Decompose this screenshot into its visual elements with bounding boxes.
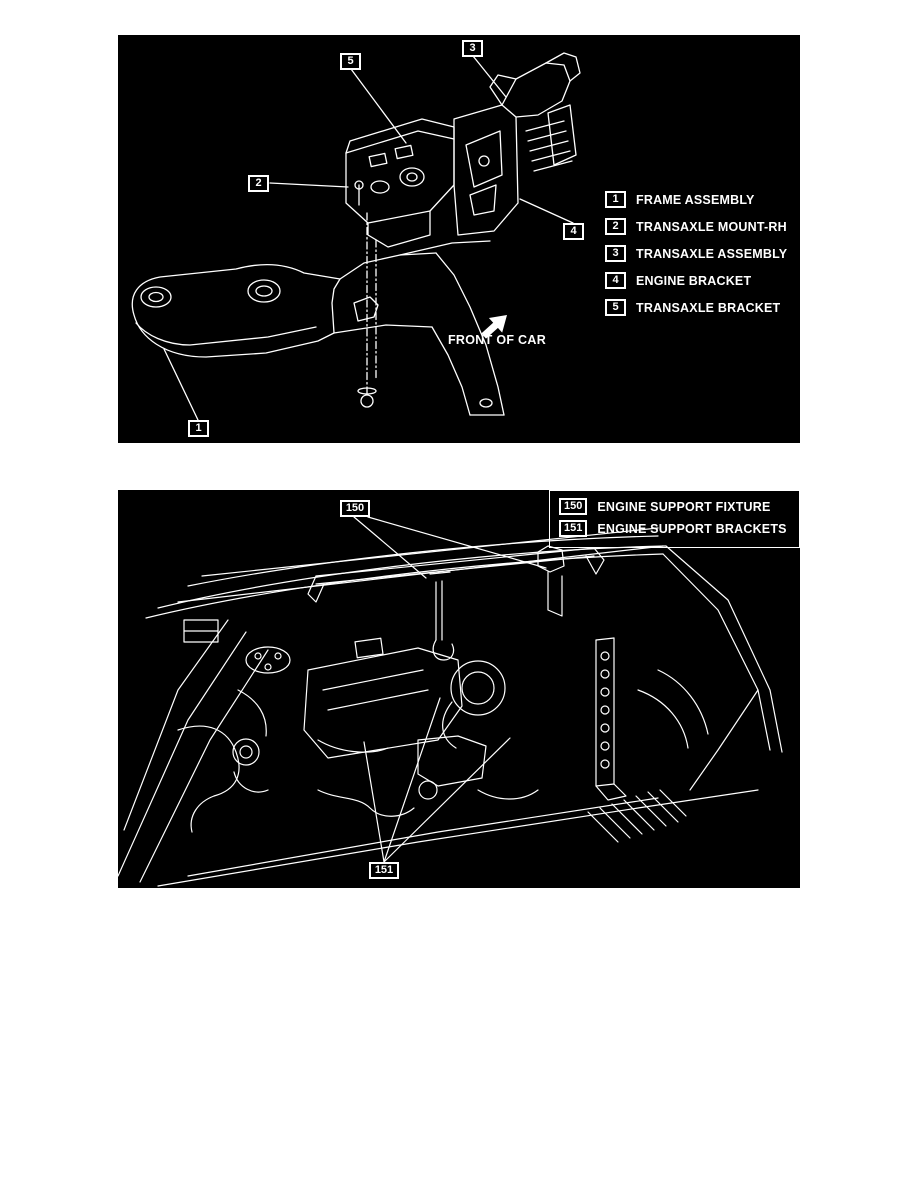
legend-label: ENGINE SUPPORT FIXTURE bbox=[597, 499, 771, 514]
legend-number: 1 bbox=[605, 191, 626, 208]
callout-2: 2 bbox=[248, 175, 269, 192]
legend-item: 2 TRANSAXLE MOUNT-RH bbox=[605, 218, 787, 235]
callout-151: 151 bbox=[369, 862, 399, 879]
bottom-legend: 150 ENGINE SUPPORT FIXTURE 151 ENGINE SU… bbox=[549, 490, 800, 548]
legend-label: FRAME ASSEMBLY bbox=[636, 192, 755, 207]
callout-1: 1 bbox=[188, 420, 209, 437]
legend-item: 1 FRAME ASSEMBLY bbox=[605, 191, 787, 208]
transaxle-mount-diagram-panel: 5 3 2 4 1 1 FRAME ASSEMBLY 2 TRANSAXLE M… bbox=[118, 35, 800, 443]
legend-item: 5 TRANSAXLE BRACKET bbox=[605, 299, 787, 316]
legend-number: 3 bbox=[605, 245, 626, 262]
legend-label: TRANSAXLE MOUNT-RH bbox=[636, 219, 787, 234]
legend-label: TRANSAXLE BRACKET bbox=[636, 300, 781, 315]
legend-item: 3 TRANSAXLE ASSEMBLY bbox=[605, 245, 787, 262]
front-of-car-arrow-icon bbox=[481, 314, 508, 339]
engine-support-line-art bbox=[118, 516, 783, 887]
engine-support-diagram-panel: 150 151 150 ENGINE SUPPORT FIXTURE 151 E… bbox=[118, 490, 800, 888]
legend-number: 5 bbox=[605, 299, 626, 316]
legend-number: 151 bbox=[559, 520, 588, 537]
legend-number: 4 bbox=[605, 272, 626, 289]
legend-item: 4 ENGINE BRACKET bbox=[605, 272, 787, 289]
legend-number: 2 bbox=[605, 218, 626, 235]
legend-label: ENGINE BRACKET bbox=[636, 273, 752, 288]
callout-4: 4 bbox=[563, 223, 584, 240]
legend-label: TRANSAXLE ASSEMBLY bbox=[636, 246, 788, 261]
legend-item: 150 ENGINE SUPPORT FIXTURE bbox=[559, 498, 790, 515]
legend-number: 150 bbox=[559, 498, 588, 515]
callout-5: 5 bbox=[340, 53, 361, 70]
callout-3: 3 bbox=[462, 40, 483, 57]
callout-150: 150 bbox=[340, 500, 370, 517]
top-legend: 1 FRAME ASSEMBLY 2 TRANSAXLE MOUNT-RH 3 … bbox=[605, 191, 787, 326]
legend-label: ENGINE SUPPORT BRACKETS bbox=[597, 521, 787, 536]
legend-item: 151 ENGINE SUPPORT BRACKETS bbox=[559, 520, 790, 537]
transaxle-mount-line-art bbox=[131, 52, 581, 421]
front-of-car-label: FRONT OF CAR bbox=[448, 333, 547, 347]
